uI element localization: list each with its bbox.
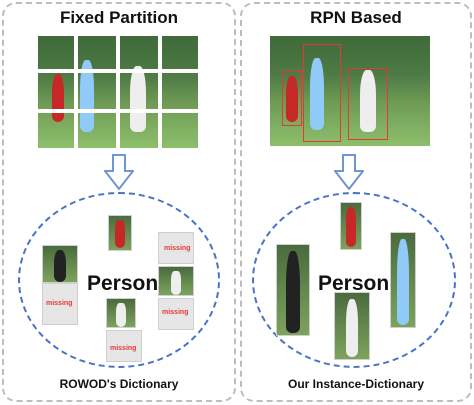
dictionary-tile — [334, 292, 370, 360]
dictionary-tile: missing — [106, 330, 142, 362]
down-arrow-icon — [104, 154, 134, 190]
dictionary-tile — [340, 202, 362, 250]
right-panel — [240, 2, 472, 402]
dictionary-tile: missing — [158, 232, 194, 264]
left-panel — [2, 2, 236, 402]
person-figure-3 — [130, 66, 146, 132]
dictionary-tile — [106, 298, 136, 328]
person-figure-1 — [52, 74, 64, 122]
left-center-label: Person — [87, 272, 159, 295]
right-panel-caption: Our Instance-Dictionary — [287, 377, 425, 391]
missing-label: missing — [164, 245, 191, 252]
person-figure-1 — [286, 76, 298, 122]
dictionary-tile: missing — [42, 283, 78, 325]
dictionary-tile — [42, 245, 78, 283]
grid-line — [38, 109, 198, 113]
rpn-image — [270, 36, 430, 146]
missing-label: missing — [110, 345, 137, 352]
missing-label: missing — [162, 309, 189, 316]
right-center-label: Person — [318, 272, 390, 295]
down-arrow-icon — [334, 154, 364, 190]
left-panel-caption: ROWOD's Dictionary — [59, 377, 179, 391]
left-panel-title: Fixed Partition — [59, 8, 179, 27]
dictionary-tile — [108, 215, 132, 251]
grid-line — [116, 36, 120, 148]
proposal-box — [282, 70, 302, 126]
partitioned-image — [38, 36, 198, 148]
grid-line — [158, 36, 162, 148]
proposal-box — [303, 44, 341, 142]
person-figure-2 — [80, 60, 94, 132]
missing-label: missing — [46, 300, 73, 307]
dictionary-tile — [158, 266, 194, 296]
right-panel-title: RPN Based — [310, 8, 402, 27]
dictionary-tile — [390, 232, 416, 328]
dictionary-tile: missing — [158, 298, 194, 330]
right-dictionary-ellipse — [252, 192, 456, 368]
left-dictionary-ellipse — [18, 192, 220, 368]
person-figure-3 — [360, 70, 376, 132]
grid-line — [38, 69, 198, 73]
grid-line — [74, 36, 78, 148]
proposal-box — [348, 68, 388, 140]
dictionary-tile — [276, 244, 310, 336]
person-figure-2 — [310, 58, 324, 130]
